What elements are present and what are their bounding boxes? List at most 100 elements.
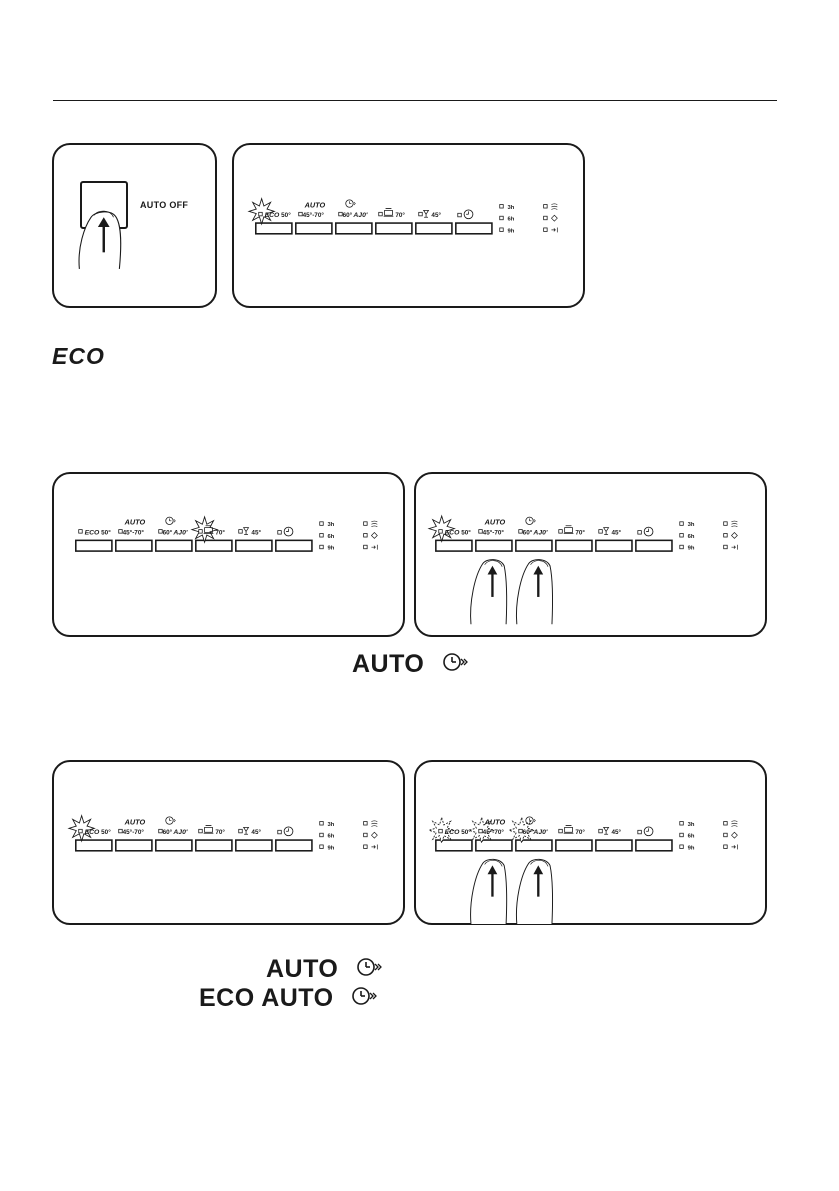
delay-label-9h: 9h (688, 546, 695, 552)
program-label-auto: AUTO (124, 817, 146, 826)
indicator-led (363, 521, 368, 526)
end-icon (371, 544, 378, 550)
delay-label-9h: 9h (688, 845, 695, 851)
quick-clock-arrow (533, 519, 536, 523)
finger-graphic (515, 559, 554, 625)
delay-label-9h: 9h (328, 845, 335, 851)
program-button-eco (255, 222, 293, 235)
program-button-delay (635, 539, 673, 552)
program-button-eco (75, 839, 113, 852)
program-led (158, 828, 163, 834)
program-button-intensive (555, 839, 593, 852)
pot-icon (203, 525, 214, 534)
delay-label-9h: 9h (328, 546, 335, 552)
program-led (558, 828, 563, 834)
program-label-quick: AJ0' (352, 212, 368, 219)
delay-led (319, 821, 324, 826)
program-led (238, 828, 243, 834)
finger-press-graphic (78, 210, 122, 269)
quick-clock-arrow (353, 201, 356, 206)
delay-label-3h: 3h (328, 522, 335, 528)
section3-caption-line1: AUTO (266, 955, 384, 984)
delay-led (319, 844, 324, 849)
quick-clock-hands (529, 518, 532, 522)
program-temp-intensive: 70° (395, 211, 405, 219)
glass-icon (242, 826, 250, 835)
quick-clock-arrow (173, 519, 176, 523)
delay-led (499, 227, 504, 232)
delay-led (319, 832, 324, 838)
delay-led (679, 821, 684, 826)
quick-clock-hands (169, 818, 172, 821)
timer-hands (646, 828, 649, 832)
program-label-auto: AUTO (124, 518, 146, 527)
indicator-led (363, 544, 368, 550)
program-button-quick (515, 539, 553, 552)
program-temp-intensive: 70° (575, 528, 585, 536)
program-button-delay (455, 222, 493, 235)
salt-icon (550, 214, 558, 222)
delay-led (319, 521, 324, 526)
program-temp-auto: 45°-70° (483, 828, 505, 836)
program-label-auto: AUTO (484, 817, 506, 826)
program-temp-glass: 45° (431, 211, 441, 219)
quick-clock-icon (443, 653, 468, 671)
program-led (198, 828, 203, 834)
delay-label-6h: 6h (508, 217, 515, 223)
fingernail (530, 859, 549, 867)
quick-clock-hands (169, 518, 172, 522)
program-button-auto (115, 539, 153, 552)
glass-icon (602, 527, 610, 535)
program-label-quick: AJ0' (532, 829, 548, 836)
program-led (438, 828, 443, 834)
glass-icon (242, 527, 250, 535)
pot-icon (383, 208, 394, 217)
auto-caption: AUTO (352, 650, 425, 678)
program-button-quick (335, 222, 373, 235)
end-icon (731, 844, 738, 850)
salt-icon (731, 532, 738, 539)
delay-label-3h: 3h (688, 522, 695, 528)
indicator-led (723, 832, 728, 838)
rinse-aid-icon (371, 820, 378, 827)
delay-led (679, 533, 684, 538)
program-temp-auto: 45°-70° (123, 828, 145, 836)
program-button-glass (595, 839, 633, 852)
delay-led (319, 544, 324, 550)
timer-icon (463, 209, 474, 220)
program-led (158, 529, 163, 534)
delay-label-3h: 3h (508, 205, 515, 211)
fingernail (484, 859, 503, 867)
program-label-eco: ECO (445, 529, 460, 536)
program-button-quick (155, 539, 193, 552)
pot-icon (563, 525, 574, 534)
salt-icon (370, 532, 378, 539)
program-led (258, 211, 263, 217)
glass-icon (602, 826, 610, 835)
program-button-glass (415, 222, 453, 235)
program-led (78, 828, 83, 834)
program-temp-auto: 45°-70° (303, 211, 325, 219)
program-led (418, 211, 423, 217)
program-led (518, 828, 523, 834)
program-button-delay (275, 539, 313, 552)
program-button-quick (155, 839, 193, 852)
program-label-auto: AUTO (484, 518, 506, 527)
program-button-intensive (195, 839, 233, 852)
program-temp-quick: 60° (523, 828, 533, 836)
section2-caption: AUTO (352, 650, 470, 679)
program-label-eco: ECO (85, 529, 100, 536)
program-label-quick: AJ0' (172, 829, 188, 836)
indicator-led (543, 204, 548, 209)
delay-led (499, 204, 504, 209)
quick-clock-icon (345, 199, 354, 208)
timer-icon (283, 826, 294, 837)
program-led (558, 529, 563, 534)
program-button-eco (75, 539, 113, 552)
end-icon (551, 227, 558, 233)
